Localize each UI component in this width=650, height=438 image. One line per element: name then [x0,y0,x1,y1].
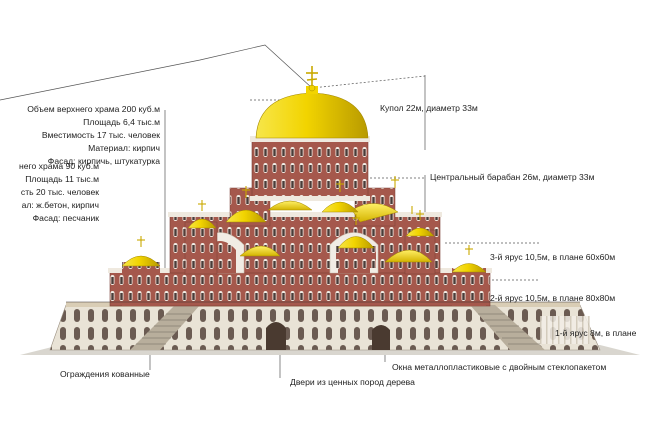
upper-temple-capacity: Вместимость 17 тыс. человек [41,130,160,140]
upper-temple-area: Площадь 6,4 тыс.м [83,117,160,127]
upper-temple-volume: Объем верхнего храма 200 куб.м [27,104,160,114]
lower-temple-material: ал: ж.бетон, кирпич [21,200,99,210]
upper-temple-info: Объем верхнего храма 200 куб.м Площадь 6… [0,103,160,168]
fence-annotation: Ограждения кованные [60,369,150,379]
windows-annotation: Окна металлопластиковые с двойным стекло… [392,362,607,372]
tier3-annotation: 3-й ярус 10,5м, в плане 60х60м [490,252,616,262]
lower-temple-facade: Фасад: песчаник [32,213,99,223]
upper-temple-facade: Фасад: кирпичь, штукатурка [47,156,160,166]
lower-temple-area: Площадь 11 тыс.м [25,174,99,184]
drum-annotation: Центральный барабан 26м, диаметр 33м [430,172,595,182]
lower-temple-info: него храма 90 куб.м Площадь 11 тыс.м сть… [0,160,99,225]
upper-temple-material: Материал: кирпич [88,143,160,153]
lower-temple-capacity: сть 20 тыс. человек [20,187,99,197]
dome-annotation: Купол 22м, диаметр 33м [380,103,478,113]
tier1-annotation: 1-й ярус 8м, в плане [555,328,637,338]
lower-temple-volume: него храма 90 куб.м [19,161,99,171]
tier2-annotation: 2-й ярус 10,5м, в плане 80х80м [490,293,616,303]
doors-annotation: Двери из ценных пород дерева [290,377,415,387]
